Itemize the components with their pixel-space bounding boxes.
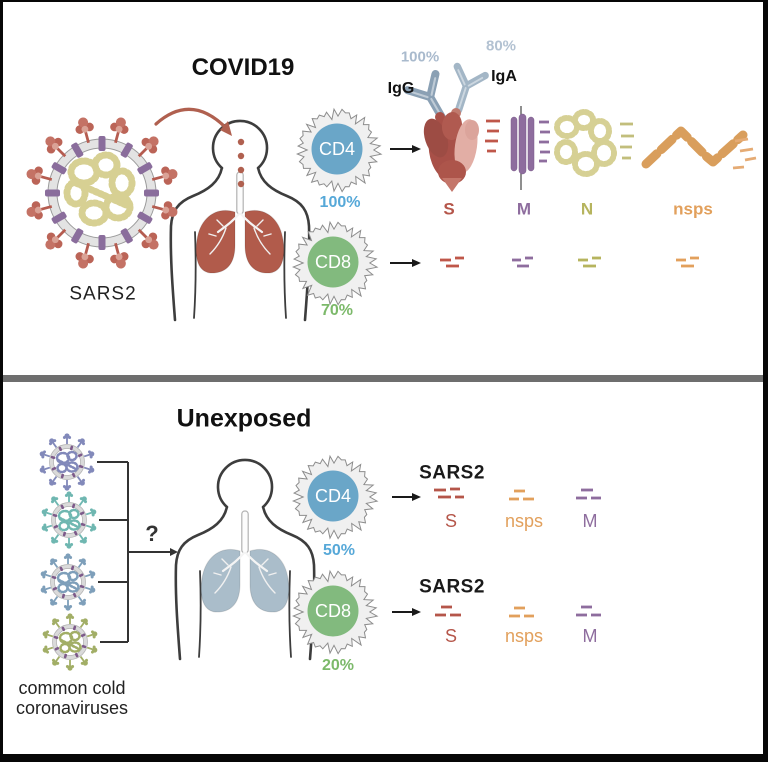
- cd4-percent-covid: 100%: [319, 194, 361, 211]
- membrane-protein-m: [510, 106, 535, 190]
- cold-virus-2: [38, 489, 100, 551]
- nsps-epitope-dashes-cd8: [676, 256, 699, 268]
- person-covid19: [169, 119, 311, 322]
- igg-percent-label: 100%: [400, 48, 440, 66]
- sars2-virion: [24, 115, 180, 271]
- s-epitope-dashes-cd4: [485, 119, 500, 153]
- nsps-epitope-dashes-cd8-unexposed: [509, 606, 534, 618]
- cold-viruses-caption-line2: coronaviruses: [15, 698, 129, 718]
- antigen-label-nsps-cd4-unexposed: nsps: [504, 511, 544, 531]
- cd8-cell-covid: [291, 220, 379, 306]
- frame-border-bottom: [0, 754, 768, 762]
- m-epitope-dashes-cd4: [539, 120, 550, 163]
- s-epitope-dashes-cd8: [440, 256, 464, 268]
- cd8-percent-unexposed: 20%: [321, 657, 355, 674]
- cd8-response-arrow-unexposed: [392, 608, 421, 616]
- cd8-percent-covid: 70%: [320, 302, 354, 319]
- cd4-cell-covid: [295, 107, 383, 193]
- antigen-label-s-cd8-unexposed: S: [444, 626, 458, 646]
- antigen-label-nsps-cd8-unexposed: nsps: [504, 626, 544, 646]
- s-epitope-dashes-cd4-unexposed: [434, 487, 464, 499]
- infection-dots: [237, 138, 245, 188]
- sars2-rna-coil: [63, 151, 136, 227]
- unexposed-title: Unexposed: [176, 404, 312, 433]
- m-epitope-dashes-cd4-unexposed: [576, 488, 601, 500]
- frame-border-right: [763, 0, 768, 762]
- question-mark-label: ?: [145, 521, 159, 546]
- cold-virus-1: [36, 431, 98, 493]
- antigen-label-nsps: nsps: [673, 199, 713, 219]
- iga-label: IgA: [491, 68, 517, 85]
- nucleocapsid-protein-n: [554, 109, 617, 177]
- sars2-target-cd4: SARS2: [419, 462, 485, 484]
- cd4-response-arrow-covid: [390, 145, 421, 153]
- panel-divider: [0, 375, 768, 382]
- m-epitope-dashes-cd8-unexposed: [576, 605, 601, 617]
- infection-arrow: [154, 107, 232, 136]
- cold-virus-3: [37, 551, 99, 613]
- frame-border-top: [0, 0, 768, 2]
- antigen-label-n: N: [580, 199, 594, 219]
- sars2-target-cd8: SARS2: [419, 576, 485, 598]
- antigen-label-s-cd4-unexposed: S: [444, 511, 458, 531]
- sars2-virus-label: SARS2: [69, 283, 137, 305]
- igg-label: IgG: [387, 80, 415, 97]
- cold-virus-4: [39, 611, 101, 673]
- cd8-response-arrow-covid: [390, 259, 421, 267]
- antigen-label-s: S: [443, 199, 455, 219]
- cd8-cell-unexposed: [291, 569, 379, 655]
- cd4-response-arrow-unexposed: [392, 493, 421, 501]
- spike-protein-s: [423, 108, 479, 192]
- cd8-label-unexposed: CD8: [314, 601, 352, 621]
- person-unexposed: [174, 458, 316, 661]
- cd4-label-covid: CD4: [318, 139, 356, 159]
- covid19-title: COVID19: [191, 54, 295, 81]
- nsps-epitope-dashes-cd4: [732, 137, 757, 170]
- cd4-percent-unexposed: 50%: [322, 542, 356, 559]
- cd4-label-unexposed: CD4: [314, 486, 352, 506]
- nsps-epitope-dashes-cd4-unexposed: [509, 489, 534, 501]
- frame-border-left: [0, 0, 3, 762]
- cd8-label-covid: CD8: [314, 252, 352, 272]
- antigen-label-m-cd8-unexposed: M: [582, 626, 598, 646]
- nsps-proteins: [641, 126, 748, 169]
- m-epitope-dashes-cd8: [512, 256, 533, 268]
- iga-antibody-icon: [445, 66, 486, 114]
- n-epitope-dashes-cd4: [620, 122, 634, 160]
- n-epitope-dashes-cd8: [578, 256, 601, 268]
- question-arrow-head: [170, 548, 178, 556]
- antigen-label-m-cd4-unexposed: M: [582, 511, 598, 531]
- cold-viruses-caption-line1: common cold: [18, 678, 126, 698]
- cd4-cell-unexposed: [291, 454, 379, 540]
- iga-percent-label: 80%: [485, 37, 517, 55]
- cross-reactivity-bracket: [97, 461, 170, 643]
- s-epitope-dashes-cd8-unexposed: [435, 605, 461, 617]
- antigen-label-m: M: [516, 199, 532, 219]
